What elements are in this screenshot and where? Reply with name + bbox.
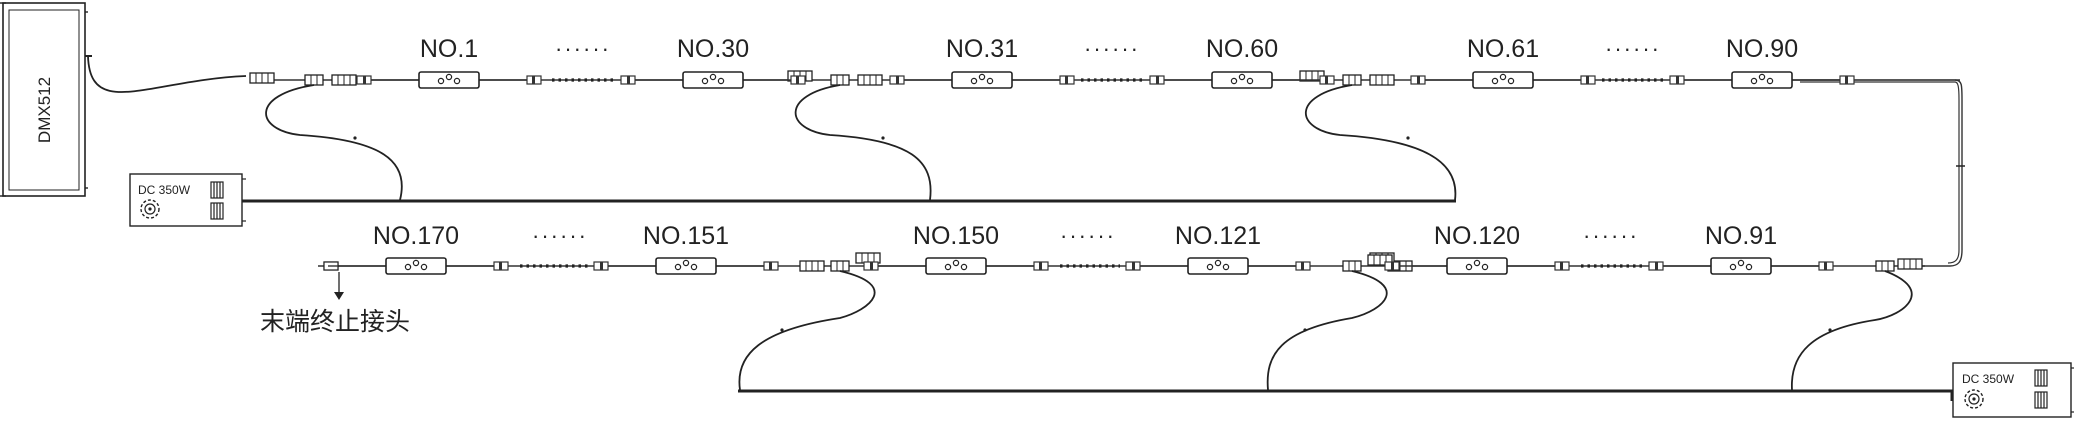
psu-2-label: DC 350W bbox=[1962, 372, 2015, 386]
module-no150 bbox=[863, 257, 1049, 275]
controller-label: DMX512 bbox=[35, 77, 54, 143]
module-no170 bbox=[323, 257, 509, 275]
label-no170: NO.170 bbox=[373, 222, 459, 250]
power-bus-2 bbox=[738, 389, 1954, 401]
power-supply-2: DC 350W bbox=[1952, 362, 2074, 418]
ellipsis-row2-seg1: ······ bbox=[532, 223, 588, 248]
dmx-signal-cable bbox=[87, 55, 247, 93]
label-no60: NO.60 bbox=[1206, 35, 1278, 63]
label-no1: NO.1 bbox=[420, 35, 478, 63]
label-no121: NO.121 bbox=[1175, 222, 1261, 250]
ellipsis-row2-seg2: ······ bbox=[1060, 223, 1116, 248]
module-no151 bbox=[593, 257, 779, 275]
row1-plug-1 bbox=[331, 74, 357, 86]
end-terminator-label: 末端终止接头 bbox=[260, 307, 410, 336]
module-no1 bbox=[356, 71, 542, 89]
end-terminator bbox=[323, 261, 344, 300]
module-no30 bbox=[620, 71, 806, 89]
ellipsis-row2-seg3: ······ bbox=[1583, 223, 1639, 248]
module-no61 bbox=[1410, 71, 1596, 89]
label-no30: NO.30 bbox=[677, 35, 749, 63]
row1-input-plug bbox=[249, 72, 275, 84]
label-no91: NO.91 bbox=[1705, 222, 1777, 250]
label-no150: NO.150 bbox=[913, 222, 999, 250]
module-no31 bbox=[889, 71, 1075, 89]
row1-plug-3 bbox=[857, 74, 883, 86]
module-no90 bbox=[1669, 71, 1855, 89]
ellipsis-row1-seg3: ······ bbox=[1605, 36, 1661, 61]
module-no91 bbox=[1648, 257, 1834, 275]
row2-input-plug bbox=[1897, 258, 1923, 270]
label-no31: NO.31 bbox=[946, 35, 1018, 63]
label-no61: NO.61 bbox=[1467, 35, 1539, 63]
row1-tee-3 bbox=[1342, 74, 1362, 86]
label-no90: NO.90 bbox=[1726, 35, 1798, 63]
psu-1-label: DC 350W bbox=[138, 183, 191, 197]
row2-tee-2 bbox=[1342, 260, 1362, 272]
label-no120: NO.120 bbox=[1434, 222, 1520, 250]
label-no151: NO.151 bbox=[643, 222, 729, 250]
module-no121 bbox=[1125, 257, 1311, 275]
row1-plug-5 bbox=[1369, 74, 1395, 86]
ellipsis-row1-seg2: ······ bbox=[1084, 36, 1140, 61]
row-link-cable bbox=[1920, 79, 1963, 267]
row1-tee-1 bbox=[304, 74, 324, 86]
power-supply-1: DC 350W bbox=[129, 173, 246, 227]
dmx-controller: DMX512 bbox=[0, 2, 92, 197]
row2-tee-1 bbox=[1875, 260, 1895, 272]
row2-tee-3 bbox=[830, 260, 850, 272]
row2-plug-5 bbox=[799, 260, 825, 272]
row1-tee-2 bbox=[830, 74, 850, 86]
ellipsis-row1-seg1: ······ bbox=[555, 36, 611, 61]
